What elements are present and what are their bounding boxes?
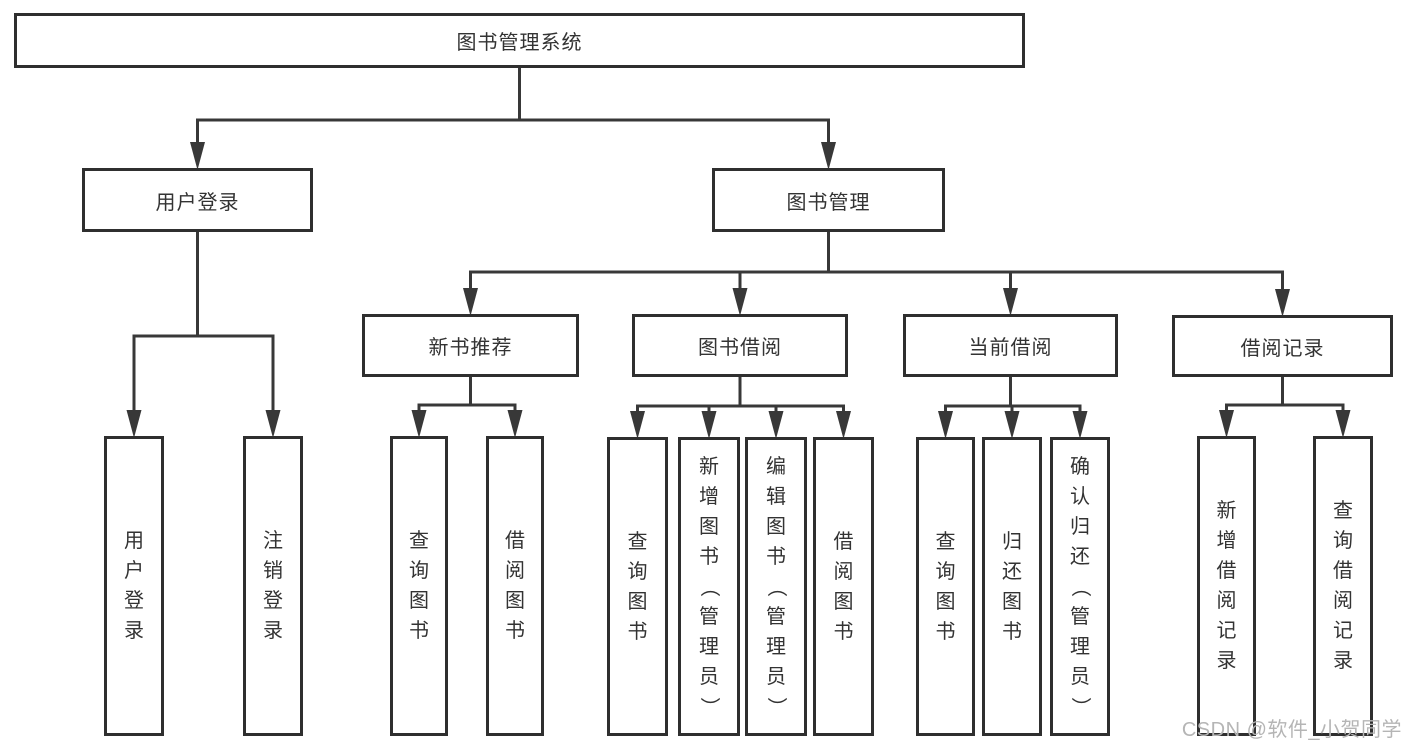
vertical-char: 用 [124, 530, 144, 552]
vertical-char: 记 [1333, 620, 1353, 642]
vertical-char: 登 [263, 590, 283, 612]
vertical-char: 图 [627, 590, 648, 613]
vertical-char: 户 [124, 560, 144, 582]
vertical-char: 理 [1070, 635, 1090, 658]
vertical-char: 询 [627, 560, 648, 583]
vertical-char: 书 [1002, 620, 1022, 643]
vertical-char: 归 [1002, 530, 1022, 553]
vertical-char: 阅 [833, 560, 854, 583]
vertical-char: 辑 [766, 485, 786, 508]
vertical-char: 查 [1333, 500, 1353, 522]
node-cb-query: 查询图书 [916, 437, 975, 736]
vertical-char: 阅 [1333, 590, 1353, 612]
vertical-char: 书 [766, 545, 786, 568]
vertical-char: 员 [699, 665, 719, 688]
node-bb-borrow: 借阅图书 [813, 437, 874, 736]
vertical-char: 书 [833, 620, 854, 643]
vertical-char: 记 [1216, 620, 1237, 642]
node-br-query: 查询借阅记录 [1313, 436, 1373, 736]
node-current-borrow: 当前借阅 [903, 314, 1118, 377]
vertical-char: 员 [766, 665, 786, 688]
vertical-char: 登 [124, 590, 144, 612]
vertical-char: 图 [505, 590, 525, 612]
vertical-char: 销 [263, 560, 283, 582]
vertical-char: 编 [766, 455, 786, 478]
node-leaf-logout: 注销登录 [243, 436, 303, 736]
vertical-char: （ [698, 576, 720, 597]
vertical-char: 书 [699, 545, 719, 568]
vertical-char: 理 [766, 635, 786, 658]
vertical-char: 录 [263, 620, 283, 642]
vertical-char: 查 [935, 530, 956, 553]
node-cb-confirm: 确认归还 （ 管理员 ） [1050, 437, 1110, 736]
node-book-mgmt: 图书管理 [712, 168, 945, 232]
node-cb-return: 归还图书 [982, 437, 1042, 736]
node-book-borrow: 图书借阅 [632, 314, 848, 377]
vertical-char: 图 [935, 590, 956, 613]
node-bb-edit: 编辑图书 （ 管理员 ） [745, 437, 807, 736]
vertical-char: 借 [505, 530, 525, 552]
vertical-char: 书 [935, 620, 956, 643]
watermark: CSDN @软件_小贺同学 [1181, 719, 1402, 741]
vertical-char: 录 [124, 620, 144, 642]
node-borrow-records: 借阅记录 [1172, 315, 1393, 377]
vertical-char: 图 [766, 515, 786, 538]
vertical-char: 增 [699, 485, 719, 508]
vertical-char: 还 [1070, 545, 1090, 568]
node-nb-borrow: 借阅图书 [486, 436, 544, 736]
vertical-char: 图 [409, 590, 429, 612]
vertical-char: 图 [833, 590, 854, 613]
vertical-char: 查 [627, 530, 648, 553]
node-new-books: 新书推荐 [362, 314, 579, 377]
vertical-char: 书 [409, 620, 429, 642]
vertical-char: 借 [1216, 560, 1237, 582]
vertical-char: 询 [409, 560, 429, 582]
vertical-char: 询 [1333, 530, 1353, 552]
vertical-char: 注 [263, 530, 283, 552]
node-bb-query: 查询图书 [607, 437, 668, 736]
vertical-char: 书 [505, 620, 525, 642]
vertical-char: 认 [1070, 485, 1090, 508]
vertical-char: 录 [1333, 650, 1353, 672]
vertical-char: 借 [833, 530, 854, 553]
vertical-char: 增 [1216, 530, 1237, 552]
node-root: 图书管理系统 [14, 13, 1025, 68]
vertical-char: （ [765, 576, 787, 597]
vertical-char: 询 [935, 560, 956, 583]
vertical-char: 新 [699, 455, 719, 478]
vertical-char: 借 [1333, 560, 1353, 582]
vertical-char: ） [765, 696, 787, 717]
vertical-char: 理 [699, 635, 719, 658]
vertical-char: 归 [1070, 515, 1090, 538]
vertical-char: 阅 [505, 560, 525, 582]
vertical-char: 管 [766, 605, 786, 628]
node-nb-query: 查询图书 [390, 436, 448, 736]
vertical-char: 阅 [1216, 590, 1237, 612]
vertical-char: 管 [1070, 605, 1090, 628]
vertical-char: 图 [1002, 590, 1022, 613]
vertical-char: 确 [1070, 455, 1090, 478]
node-br-add: 新增借阅记录 [1197, 436, 1256, 736]
node-leaf-user-login: 用户登录 [104, 436, 164, 736]
vertical-char: 图 [699, 515, 719, 538]
vertical-char: 查 [409, 530, 429, 552]
vertical-char: 还 [1002, 560, 1022, 583]
node-user-login: 用户登录 [82, 168, 313, 232]
vertical-char: 录 [1216, 650, 1237, 672]
vertical-char: 员 [1070, 665, 1090, 688]
vertical-char: ） [1069, 696, 1091, 717]
vertical-char: （ [1069, 576, 1091, 597]
vertical-char: ） [698, 696, 720, 717]
node-bb-add: 新增图书 （ 管理员 ） [678, 437, 740, 736]
vertical-char: 管 [699, 605, 719, 628]
vertical-char: 新 [1216, 500, 1237, 522]
vertical-char: 书 [627, 620, 648, 643]
